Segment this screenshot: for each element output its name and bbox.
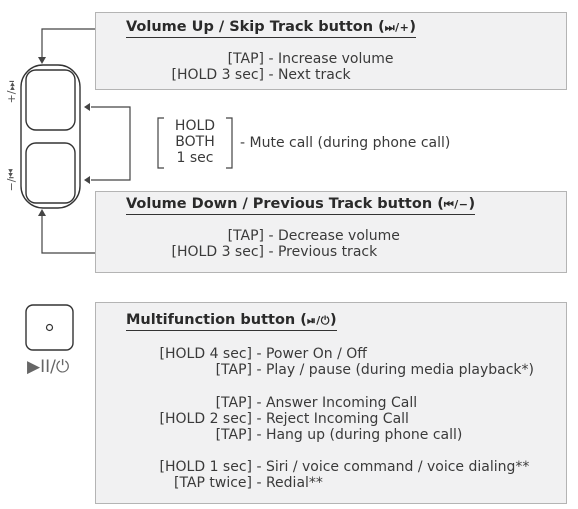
volume-up-button[interactable] (26, 70, 75, 130)
multifunction-row: [TAP] - Answer Incoming Call (126, 395, 418, 411)
play-pause-power-icon: ⏯/⏻ (306, 314, 330, 327)
mute-hold-both: HOLD BOTH 1 sec (164, 118, 226, 166)
row-text: - Power On / Off (252, 346, 367, 362)
mute-hold-line: HOLD (174, 118, 216, 134)
row-text: - Reject Incoming Call (252, 411, 409, 427)
row-key: [TAP] (215, 395, 252, 411)
title-close: ) (329, 312, 337, 328)
row-key: [HOLD 1 sec] (159, 459, 252, 475)
volume-up-title: Volume Up / Skip Track button (⏭/+) (126, 19, 417, 38)
multifunction-row: [TAP] - Hang up (during phone call) (126, 427, 463, 443)
row-text: - Previous track (264, 244, 378, 260)
row-text: - Answer Incoming Call (252, 395, 418, 411)
row-key: [HOLD 4 sec] (159, 346, 252, 362)
row-text: - Next track (264, 67, 351, 83)
multifunction-button-label: ▶II/⏻ (27, 357, 70, 377)
row-text: - Redial** (252, 475, 323, 491)
row-text: - Play / pause (during media playback*) (252, 362, 534, 378)
multifunction-title: Multifunction button (⏯/⏻) (126, 312, 337, 331)
volume-down-title-text: Volume Down / Previous Track button ( (126, 196, 444, 212)
mute-hold-line: BOTH (175, 134, 215, 150)
volume-down-panel: Volume Down / Previous Track button (⏮/−… (95, 191, 567, 273)
side-label-volume-down: −/⏮ (5, 168, 18, 192)
row-key: [HOLD 3 sec] (171, 244, 264, 260)
multifunction-title-text: Multifunction button ( (126, 312, 307, 328)
mute-description: - Mute call (during phone call) (240, 135, 451, 151)
volume-up-row-tap: [TAP] - Increase volume (126, 51, 394, 67)
row-key: [TAP twice] (174, 475, 252, 491)
multifunction-row: [HOLD 4 sec] - Power On / Off (126, 346, 367, 362)
row-text: - Increase volume (264, 51, 394, 67)
volume-down-row-tap: [TAP] - Decrease volume (126, 228, 400, 244)
multifunction-panel: Multifunction button (⏯/⏻) [HOLD 4 sec] … (95, 302, 567, 504)
side-label-volume-up: +/⏭ (5, 80, 18, 104)
row-key: [HOLD 2 sec] (159, 411, 252, 427)
volume-up-title-text: Volume Up / Skip Track button ( (126, 19, 385, 35)
multifunction-row: [TAP] - Play / pause (during media playb… (126, 362, 534, 378)
skip-back-icon: ⏮/− (443, 198, 469, 211)
row-text: - Siri / voice command / voice dialing** (252, 459, 530, 475)
volume-up-panel: Volume Up / Skip Track button (⏭/+) [TAP… (95, 12, 567, 90)
multifunction-row: [TAP twice] - Redial** (126, 475, 323, 491)
multifunction-row: [HOLD 2 sec] - Reject Incoming Call (126, 411, 409, 427)
multifunction-button[interactable] (26, 305, 73, 350)
volume-down-button[interactable] (26, 143, 75, 203)
volume-up-row-hold: [HOLD 3 sec] - Next track (126, 67, 351, 83)
skip-forward-icon: ⏭/+ (384, 21, 410, 34)
title-close: ) (468, 196, 476, 212)
volume-down-row-hold: [HOLD 3 sec] - Previous track (126, 244, 378, 260)
row-text: - Decrease volume (264, 228, 400, 244)
row-key: [TAP] (215, 427, 252, 443)
row-key: [TAP] (227, 228, 264, 244)
row-key: [HOLD 3 sec] (171, 67, 264, 83)
volume-down-title: Volume Down / Previous Track button (⏮/−… (126, 196, 476, 215)
multifunction-row: [HOLD 1 sec] - Siri / voice command / vo… (126, 459, 530, 475)
row-key: [TAP] (215, 362, 252, 378)
row-key: [TAP] (227, 51, 264, 67)
title-close: ) (409, 19, 417, 35)
mute-hold-line: 1 sec (176, 150, 214, 166)
row-text: - Hang up (during phone call) (252, 427, 463, 443)
